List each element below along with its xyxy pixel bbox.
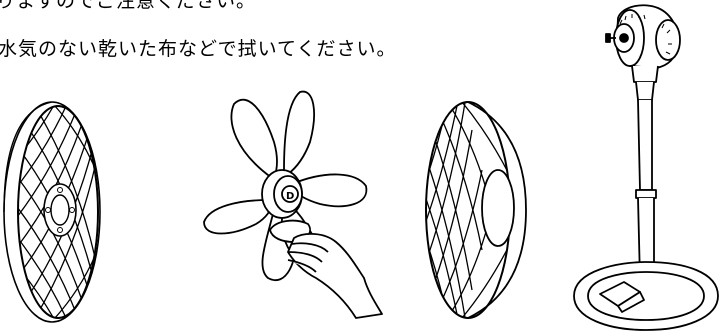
- svg-text:D: D: [286, 191, 294, 202]
- fan-stand-illustration: [560, 0, 722, 336]
- blade-wipe-illustration: D: [196, 82, 396, 320]
- front-guard-illustration: [0, 92, 110, 330]
- front-guard-icon: [3, 101, 101, 323]
- rear-guard-illustration: [412, 90, 532, 328]
- rear-guard-icon: [425, 101, 527, 319]
- fan-stand-icon: [573, 4, 719, 331]
- blade-wipe-icon: D: [203, 90, 383, 319]
- instruction-line-1: りますのでご注意ください。: [0, 0, 257, 12]
- instruction-line-2: 水気のない乾いた布などで拭いてください。: [0, 38, 397, 60]
